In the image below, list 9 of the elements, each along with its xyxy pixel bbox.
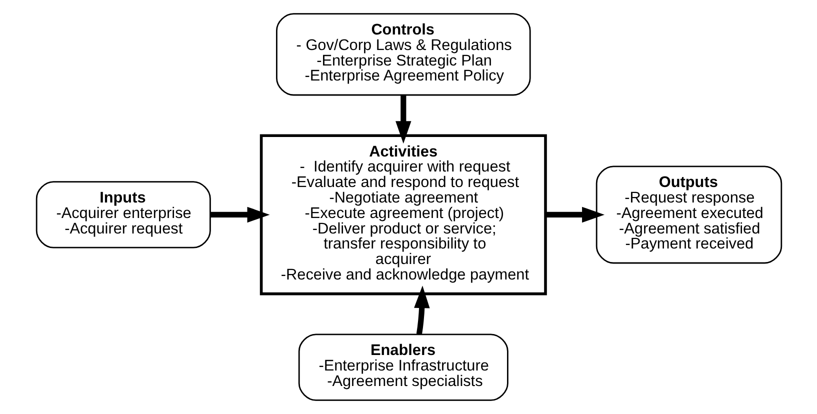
node-box: Controls - Gov/Corp Laws & Regulations -Enterprise Strategic Plan -Enterprise Agreement Policy [276, 13, 530, 96]
node-box: Activities - Identify acquirer with request -Evaluate and respond to request -Negotiate agreement -Execute agreement (project) -Deliver product or service; transfer responsibility to acquirer -Receive and acknowledge payment [259, 134, 546, 296]
node-box: Inputs -Acquirer enterprise -Acquirer request [35, 181, 210, 248]
arrow [414, 286, 430, 335]
node-box: Enablers -Enterprise Infrastructure -Agreement specialists [298, 334, 508, 401]
arrow [395, 95, 411, 144]
arrow [210, 206, 270, 223]
node-box: Outputs -Request response -Agreement executed -Agreement satisfied -Payment received [595, 166, 782, 264]
arrow [545, 206, 604, 223]
